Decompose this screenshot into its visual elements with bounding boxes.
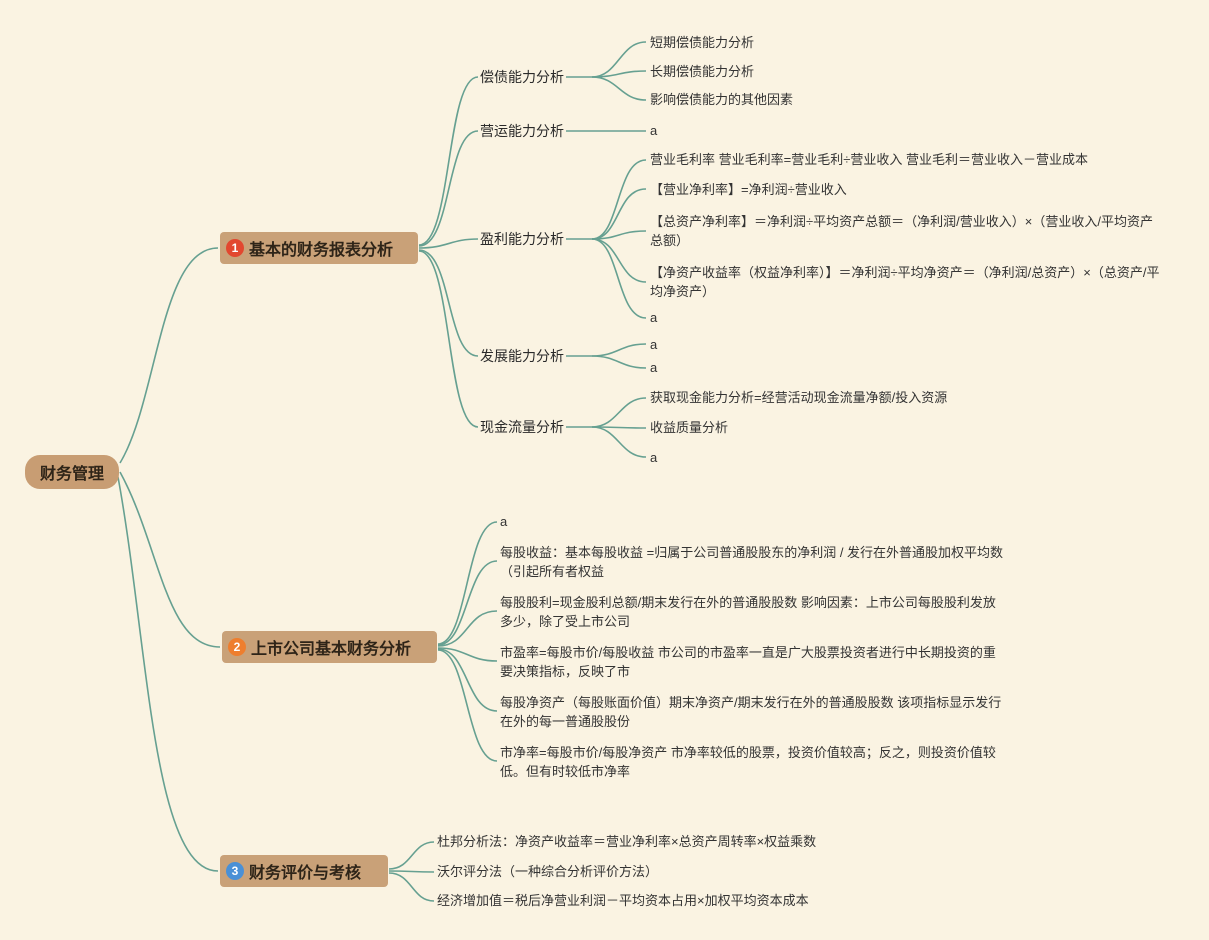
connector-line: [591, 188, 647, 240]
leaf-node[interactable]: 市净率=每股市价/每股净资产 市净率较低的股票，投资价值较高；反之，则投资价值较…: [500, 745, 996, 779]
connector-line: [591, 355, 647, 369]
group-label-cashflow[interactable]: 现金流量分析: [480, 419, 564, 435]
leaf-node[interactable]: a: [650, 310, 658, 325]
leaf-node[interactable]: 杜邦分析法：净资产收益率＝营业净利率×总资产周转率×权益乘数: [437, 834, 817, 849]
connector-line: [388, 841, 435, 870]
connector-line: [437, 648, 498, 712]
branch-number-badge: 3: [226, 862, 244, 880]
leaf-node[interactable]: 影响偿债能力的其他因素: [650, 92, 794, 107]
branch-node-financial-statements[interactable]: 1 基本的财务报表分析: [220, 232, 418, 264]
leaf-node[interactable]: 每股收益：基本每股收益 =归属于公司普通股股东的净利润 / 发行在外普通股加权平…: [500, 545, 1004, 579]
group-label-development[interactable]: 发展能力分析: [480, 348, 564, 364]
connector-line: [591, 41, 647, 78]
leaf-node[interactable]: 获取现金能力分析=经营活动现金流量净额/投入资源: [650, 390, 948, 405]
connector-line: [591, 159, 647, 240]
leaf-node[interactable]: 营业毛利率 营业毛利率=营业毛利÷营业收入 营业毛利＝营业收入－营业成本: [650, 152, 1088, 167]
branch-node-listed-company[interactable]: 2 上市公司基本财务分析: [222, 631, 437, 663]
connector-line: [418, 130, 479, 247]
leaf-node[interactable]: 长期偿债能力分析: [650, 64, 755, 79]
leaf-node[interactable]: 【总资产净利率】＝净利润÷平均资产总额＝（净利润/营业收入）×（营业收入/平均资…: [650, 214, 1153, 248]
connector-line: [591, 76, 647, 101]
connector-line: [591, 238, 647, 319]
group-label-solvency[interactable]: 偿债能力分析: [480, 69, 564, 85]
connector-line: [388, 872, 435, 902]
connector-line: [591, 70, 647, 78]
connector-line: [418, 249, 479, 357]
connector-line: [591, 426, 647, 458]
group-label-profitability[interactable]: 盈利能力分析: [480, 231, 564, 247]
group-label-operating[interactable]: 营运能力分析: [480, 123, 564, 139]
connector-line: [591, 397, 647, 428]
branch-number-badge: 1: [226, 239, 244, 257]
connector-line: [437, 649, 498, 762]
connector-line: [119, 471, 221, 648]
connector-line: [437, 647, 498, 662]
leaf-node[interactable]: a: [650, 123, 658, 138]
branch-label: 上市公司基本财务分析: [251, 641, 412, 658]
connector-line: [418, 238, 479, 249]
branch-label: 财务评价与考核: [249, 865, 362, 882]
leaf-node[interactable]: 【营业净利率】=净利润÷营业收入: [650, 182, 847, 197]
leaf-node[interactable]: a: [650, 337, 658, 352]
leaf-node[interactable]: 短期偿债能力分析: [650, 35, 755, 50]
leaf-node[interactable]: 经济增加值＝税后净营业利润－平均资本占用×加权平均资本成本: [437, 893, 809, 908]
leaf-node[interactable]: 每股净资产（每股账面价值）期末净资产/期末发行在外的普通股股数 该项指标显示发行…: [500, 695, 1002, 729]
connector-line: [119, 247, 219, 464]
connector-line: [437, 521, 498, 645]
leaf-node[interactable]: 沃尔评分法（一种综合分析评价方法）: [437, 864, 659, 879]
leaf-node[interactable]: 【净资产收益率（权益净利率）】＝净利润÷平均净资产＝（净利润/总资产）×（总资产…: [650, 265, 1160, 299]
connector-line: [591, 343, 647, 357]
connector-line: [117, 476, 219, 872]
leaf-node[interactable]: a: [500, 514, 508, 529]
connector-line: [591, 230, 647, 240]
root-node[interactable]: 财务管理: [25, 455, 119, 489]
connector-line: [591, 238, 647, 283]
connector-line: [591, 426, 647, 429]
leaf-node[interactable]: 市盈率=每股市价/每股收益 市公司的市盈率一直是广大股票投资者进行中长期投资的重…: [500, 645, 996, 679]
connector-line: [418, 76, 479, 246]
leaf-node[interactable]: 每股股利=现金股利总额/期末发行在外的普通股股数 影响因素：上市公司每股股利发放…: [500, 595, 996, 629]
leaf-node[interactable]: a: [650, 360, 658, 375]
branch-label: 基本的财务报表分析: [249, 242, 394, 259]
connector-line: [437, 560, 498, 646]
connector-line: [388, 870, 435, 873]
leaf-node[interactable]: 收益质量分析: [650, 420, 729, 435]
connector-line: [418, 250, 479, 428]
branch-number-badge: 2: [228, 638, 246, 656]
connector-line: [437, 610, 498, 647]
branch-node-evaluation[interactable]: 3 财务评价与考核: [220, 855, 388, 887]
leaf-node[interactable]: a: [650, 450, 658, 465]
